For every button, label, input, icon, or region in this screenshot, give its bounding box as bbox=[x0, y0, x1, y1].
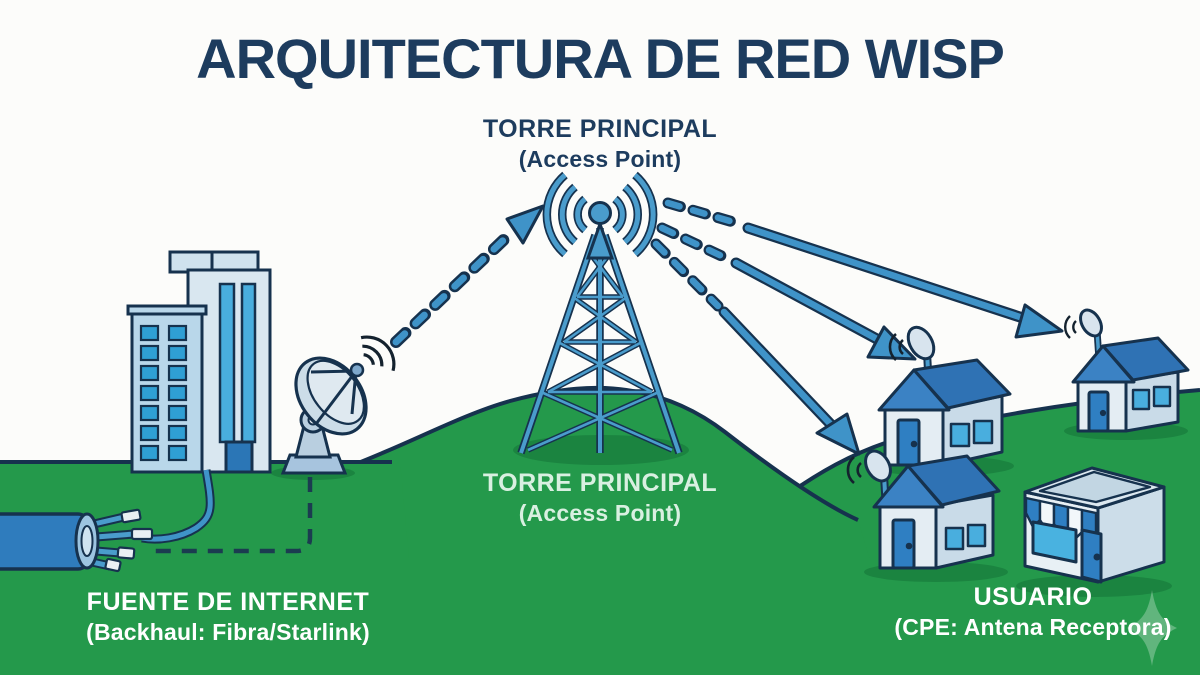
office-building-icon bbox=[126, 250, 272, 474]
satellite-dish-icon bbox=[280, 335, 396, 475]
backhaul-dashed-arrow bbox=[390, 204, 545, 348]
label-user-line2: (CPE: Antena Receptora) bbox=[894, 613, 1172, 640]
label-tower-hill: TORRE PRINCIPAL (Access Point) bbox=[483, 468, 717, 527]
shop-shadow bbox=[1016, 575, 1172, 597]
underground-dashed-line bbox=[148, 477, 313, 554]
diagram-title: ARQUITECTURA DE RED WISP bbox=[196, 27, 1005, 90]
tower-waves-icon bbox=[542, 171, 658, 258]
signal-arrow-middle bbox=[656, 222, 917, 361]
fiber-cable-icon bbox=[0, 508, 154, 573]
shop-icon bbox=[1023, 466, 1166, 584]
label-tower-top-line1: TORRE PRINCIPAL bbox=[482, 115, 718, 143]
label-tower-hill-line2: (Access Point) bbox=[518, 499, 682, 526]
label-internet-source-line2: (Backhaul: Fibra/Starlink) bbox=[86, 618, 370, 645]
house-icon bbox=[877, 325, 1012, 467]
ground-fill bbox=[0, 558, 1200, 675]
dish-signal-waves-icon bbox=[360, 335, 396, 372]
label-user: USUARIO (CPE: Antena Receptora) bbox=[894, 582, 1171, 641]
center-hill-outline bbox=[344, 385, 859, 522]
house-icon bbox=[846, 449, 1001, 570]
label-internet-source: FUENTE DE INTERNET (Backhaul: Fibra/Star… bbox=[86, 587, 370, 646]
label-internet-source-line1: FUENTE DE INTERNET bbox=[86, 588, 370, 616]
watermark-sparkle-icon bbox=[1127, 590, 1177, 666]
label-tower-top: TORRE PRINCIPAL (Access Point) bbox=[483, 114, 717, 173]
label-user-line1: USUARIO bbox=[973, 583, 1093, 611]
house-icon bbox=[1064, 308, 1190, 433]
label-tower-top-line2: (Access Point) bbox=[518, 145, 682, 172]
signal-arrow-bottom bbox=[650, 238, 861, 456]
radio-tower-icon bbox=[517, 171, 683, 455]
label-tower-hill-line1: TORRE PRINCIPAL bbox=[482, 469, 718, 497]
signal-arrow-top bbox=[662, 197, 1064, 339]
building-drop-cable bbox=[141, 469, 215, 544]
